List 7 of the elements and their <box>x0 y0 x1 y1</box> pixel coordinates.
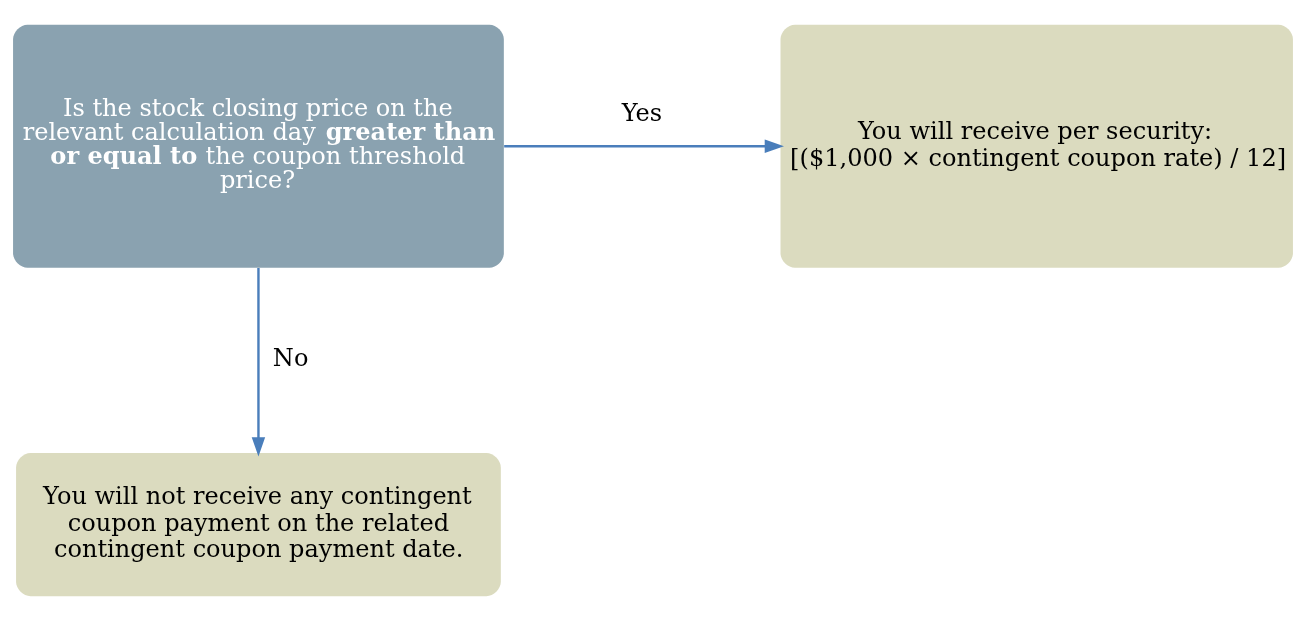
node-box: Is the stock closing price on the relevant calculation day greater than or equal to the coupon threshold price? <box>13 24 504 268</box>
node-box: You will not receive any contingent coupon payment on the related contingent coupon payment date. <box>16 453 501 597</box>
arrow <box>504 139 784 154</box>
arrow <box>251 268 266 457</box>
edge-label: Yes <box>621 99 663 128</box>
edge-label: No <box>272 344 309 373</box>
node-box: You will receive per security: [($1,000 × contingent coupon rate) / 12] <box>780 24 1293 268</box>
